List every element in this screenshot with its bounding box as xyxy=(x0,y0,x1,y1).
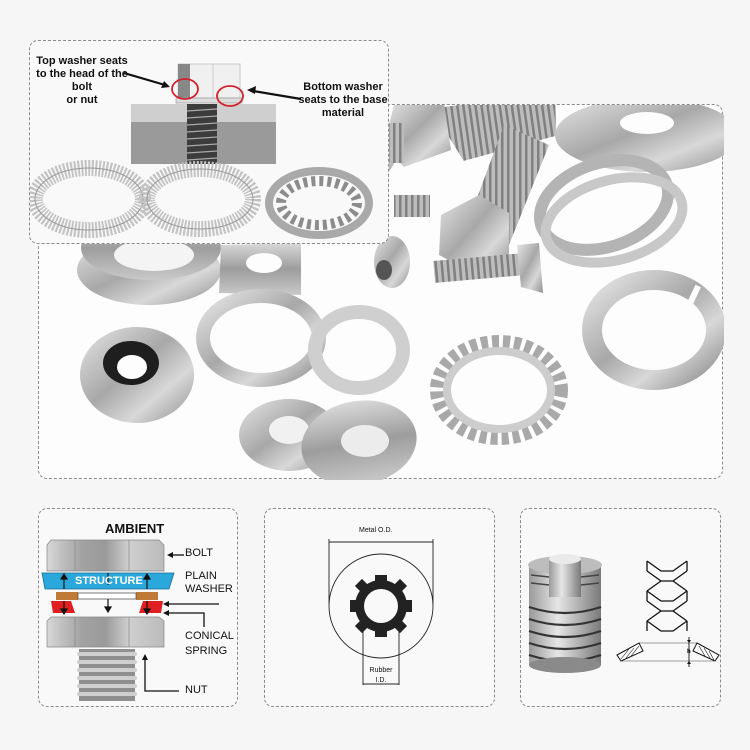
washer-seating-diagram xyxy=(30,63,373,239)
conical-spring-left xyxy=(51,601,75,613)
top-washer-highlight xyxy=(171,78,199,100)
bonded-sealing-washer xyxy=(80,327,194,423)
metal-od-label: Metal O.D. xyxy=(359,527,393,534)
wedge-lock-washer xyxy=(139,161,261,237)
flat-washer xyxy=(555,105,724,172)
wedge-lock-washer xyxy=(30,160,151,238)
disc-spring-diagram xyxy=(528,554,720,673)
disc-spring-section-drawing xyxy=(646,560,688,632)
bolt-label: BOLT xyxy=(185,547,213,559)
disc-spring-stack-photo xyxy=(528,554,602,673)
bottom-washer-highlight xyxy=(216,85,244,107)
ambient-title: AMBIENT xyxy=(105,521,165,536)
external-tooth-washer xyxy=(430,335,568,445)
countersunk-screw xyxy=(433,243,543,293)
bolt-thread xyxy=(77,649,137,701)
plain-washer-left xyxy=(56,592,78,600)
washer-seating-inset: Top washer seats to the head of the bolt… xyxy=(29,40,389,244)
bonded-washer-diagram xyxy=(328,539,434,685)
conical-spring-diagram xyxy=(41,539,219,701)
arrow-icon xyxy=(247,86,256,94)
conical-spring-right xyxy=(139,601,163,613)
height-label: h xyxy=(687,649,691,655)
plain-washer-right xyxy=(136,592,158,600)
hardware-photo xyxy=(77,105,724,480)
nut xyxy=(46,616,165,648)
disc-spring-profile xyxy=(616,637,720,667)
bolt-tip xyxy=(394,195,430,217)
conical-spring-panel: AMBIENT xyxy=(38,508,238,707)
square-washer xyxy=(219,243,301,295)
arrow-icon xyxy=(161,81,170,88)
bottom-washer-label: Bottom washer seats to the base material xyxy=(298,81,388,119)
top-washer-label: Top washer seats to the head of the bolt… xyxy=(36,55,128,106)
conical-spring-label: CONICAL SPRING xyxy=(185,630,234,657)
bolt-head xyxy=(46,539,165,572)
disc-spring-panel: h xyxy=(520,508,721,707)
wave-washer xyxy=(533,154,688,268)
bonded-washer-panel: Metal O.D. Rubber I.D. xyxy=(264,508,495,707)
acorn-nut xyxy=(374,236,410,288)
large-split-lock-washer xyxy=(582,270,724,390)
split-lock-washer xyxy=(196,289,410,395)
structure-label: STRUCTURE xyxy=(75,575,143,587)
hex-bolt xyxy=(439,125,549,275)
flat-washers-pair xyxy=(239,399,417,480)
rubber-id-label: Rubber I.D. xyxy=(369,667,393,684)
plain-washer-label: PLAIN WASHER xyxy=(185,570,233,595)
nut-label: NUT xyxy=(185,684,208,696)
internal-tooth-washer xyxy=(265,167,373,239)
